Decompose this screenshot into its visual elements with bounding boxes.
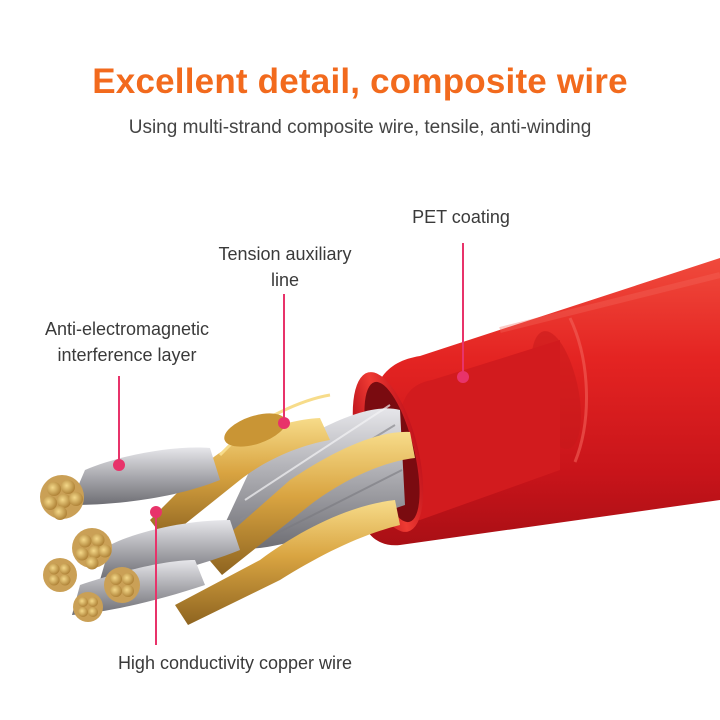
callout-anti-line2: interference layer [57,345,197,365]
callout-tension-line2: line [270,270,300,290]
callout-anti-line1: Anti-electromagnetic [44,319,210,339]
strand-end-faces [40,475,140,622]
copper-conductors [150,393,415,625]
callout-anti-emi: Anti-electromagnetic interference layer [22,316,232,368]
callout-pet-text: PET coating [412,207,510,227]
callout-copper-text: High conductivity copper wire [117,653,353,673]
pet-coating-jacket [352,258,720,546]
callout-tension-line: Tension auxiliary line [200,241,370,293]
leader-lines [113,243,469,645]
callout-tension-line1: Tension auxiliary [218,244,352,264]
leader-dot-pet [457,371,469,383]
leader-dot-copper [150,506,162,518]
page-subtitle: Using multi-strand composite wire, tensi… [128,117,592,138]
leader-dot-anti [113,459,125,471]
leader-dot-tension [278,417,290,429]
callout-copper-wire: High conductivity copper wire [90,650,380,676]
callout-pet-coating: PET coating [396,204,526,230]
page-title: Excellent detail, composite wire [92,62,628,101]
